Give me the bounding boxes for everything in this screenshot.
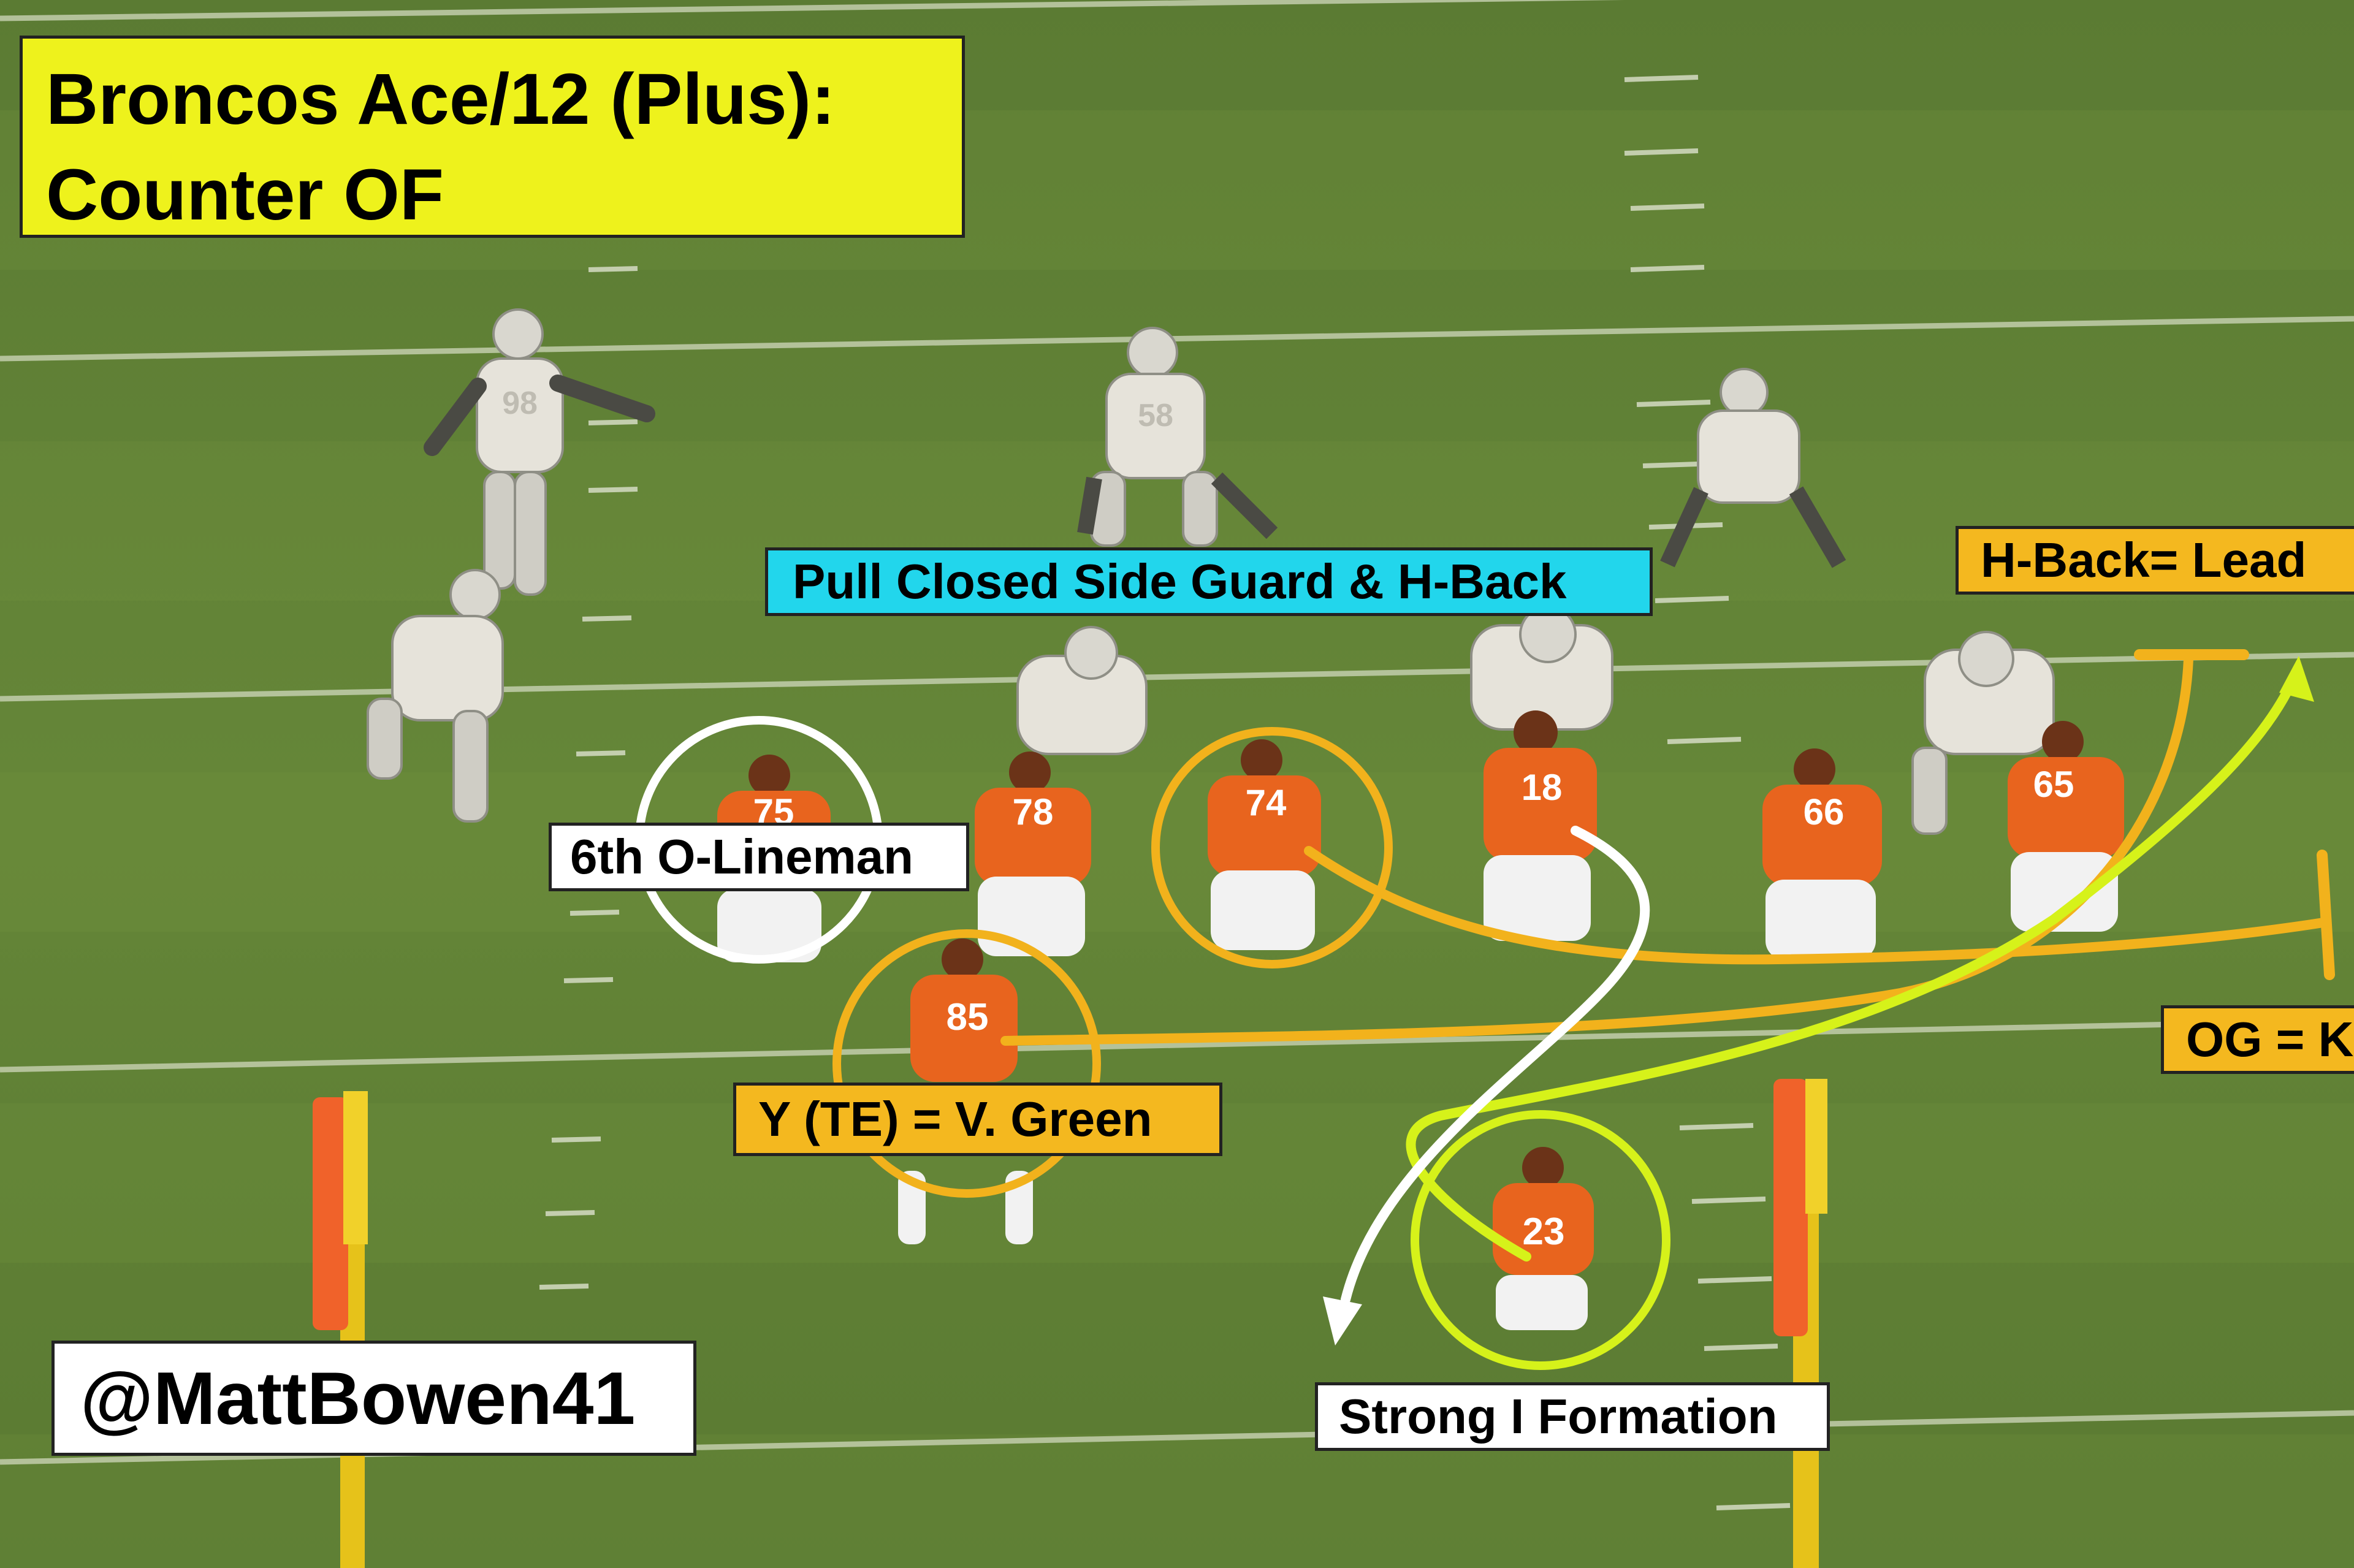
svg-text:65: 65 bbox=[2033, 764, 2074, 805]
circle-te-85 bbox=[832, 929, 1101, 1198]
defender-51 bbox=[1660, 368, 1846, 568]
play-routes bbox=[1000, 649, 2335, 1345]
player-66: 66 bbox=[1762, 748, 1882, 959]
sixth-lineman-label: 6th O-Lineman bbox=[549, 823, 969, 891]
broncos-offense: 75 78 74 18 66 bbox=[717, 710, 2124, 1330]
defender-58: 58 bbox=[1077, 327, 1278, 547]
player-65: 65 bbox=[2008, 721, 2124, 932]
player-74: 74 bbox=[1208, 739, 1321, 950]
pull-guard-label: Pull Closed Side Guard & H-Back bbox=[765, 547, 1653, 616]
player-78: 78 bbox=[975, 752, 1091, 956]
route-qb bbox=[1341, 826, 1650, 1304]
circle-rb-23 bbox=[1411, 1110, 1670, 1370]
raiders-defenders: 98 58 bbox=[367, 308, 2055, 835]
svg-text:58: 58 bbox=[1138, 398, 1173, 433]
route-qb-arrow bbox=[1323, 1296, 1362, 1345]
play-title-line1: Broncos Ace/12 (Plus): bbox=[46, 59, 836, 140]
svg-text:23: 23 bbox=[1523, 1211, 1565, 1253]
route-guard-pull bbox=[1304, 846, 2328, 965]
tight-end-label: Y (TE) = V. Green bbox=[733, 1083, 1222, 1156]
svg-text:98: 98 bbox=[502, 386, 538, 421]
svg-text:74: 74 bbox=[1246, 782, 1287, 823]
circle-guard-74 bbox=[1151, 727, 1393, 969]
author-handle: @MattBowen41 bbox=[51, 1341, 696, 1456]
route-guard-pull-end bbox=[2317, 850, 2335, 980]
grass-stripes bbox=[0, 110, 2354, 1568]
formation-label: Strong I Formation bbox=[1315, 1382, 1830, 1451]
play-title-line2: Counter OF bbox=[46, 154, 444, 235]
play-title: Broncos Ace/12 (Plus): Counter OF bbox=[20, 36, 965, 238]
player-85: 85 bbox=[898, 938, 1033, 1244]
route-hback-lead bbox=[1000, 654, 2193, 1046]
defender-98: 98 bbox=[424, 308, 655, 596]
hback-lead-label: H-Back= Lead bbox=[1956, 526, 2354, 595]
defensive-line bbox=[1016, 606, 2055, 835]
svg-text:78: 78 bbox=[1013, 791, 1054, 832]
player-18: 18 bbox=[1484, 710, 1597, 941]
defender-95 bbox=[367, 569, 504, 823]
player-23: 23 bbox=[1493, 1147, 1594, 1330]
route-rb bbox=[1406, 676, 2298, 1262]
svg-text:18: 18 bbox=[1522, 767, 1563, 808]
svg-text:85: 85 bbox=[947, 996, 989, 1038]
route-rb-arrow bbox=[2279, 656, 2314, 702]
svg-text:66: 66 bbox=[1804, 791, 1845, 832]
og-kick-label: OG = K bbox=[2161, 1005, 2354, 1074]
